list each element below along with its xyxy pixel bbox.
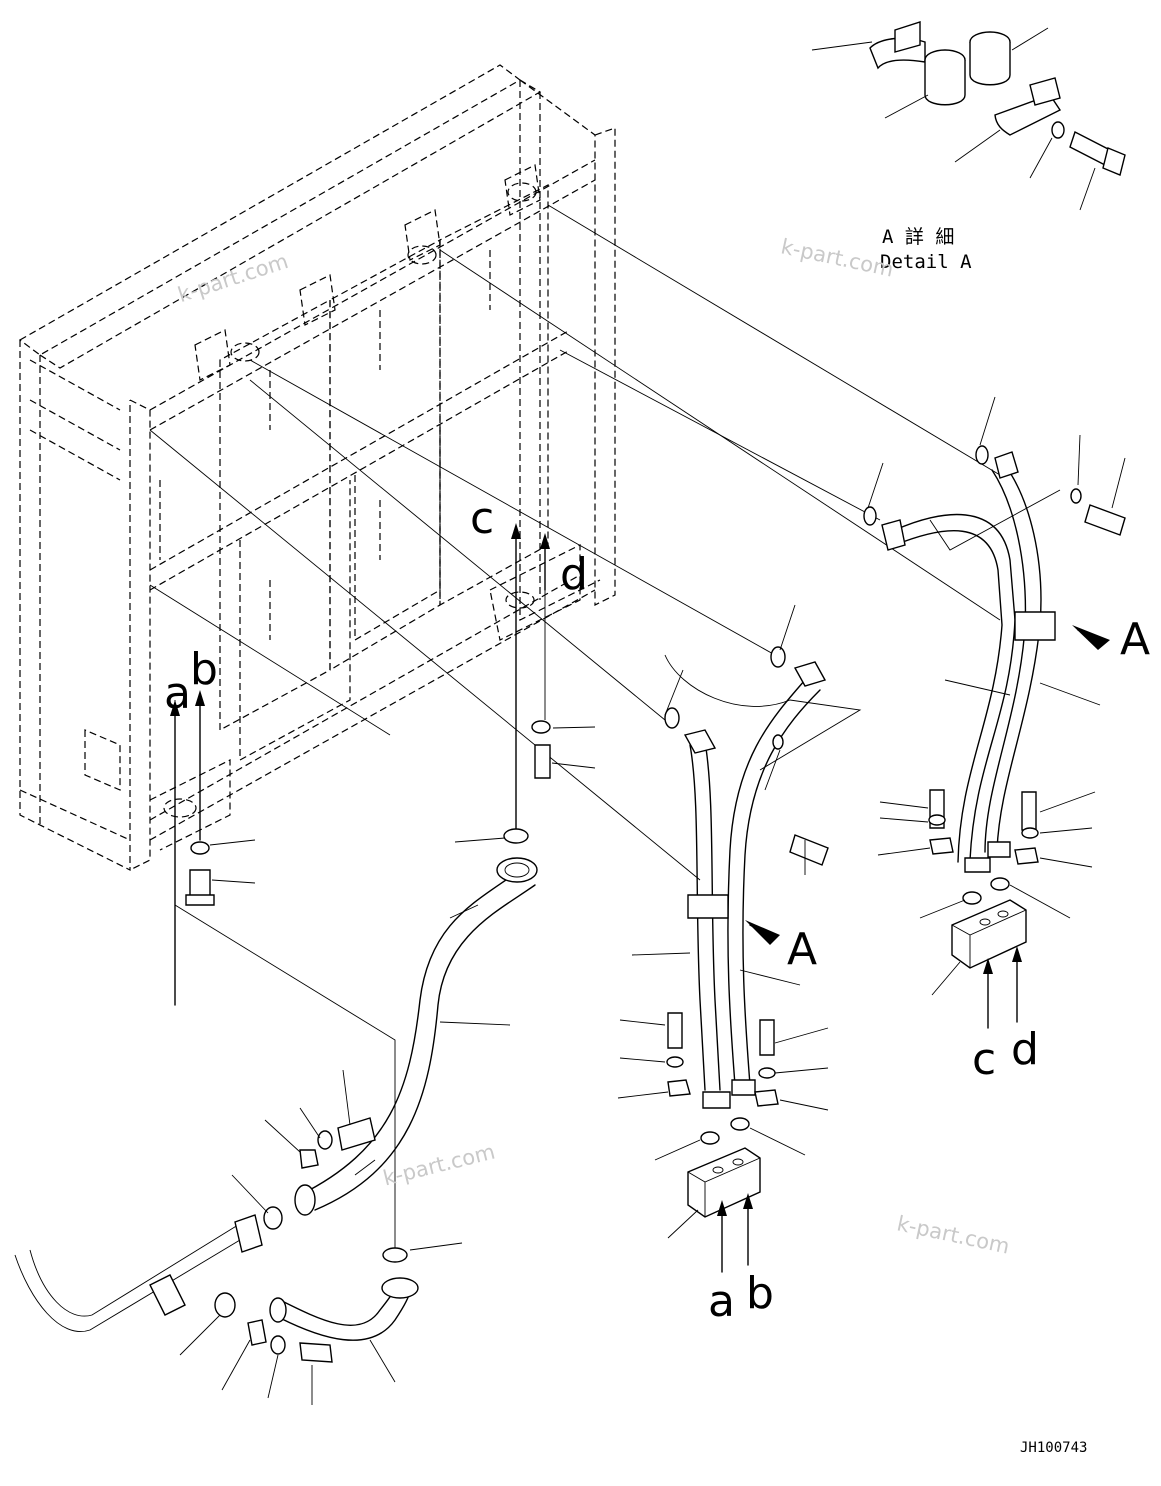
label-b-bottom: b [746, 1268, 774, 1319]
detail-a-title-en: Detail A [880, 251, 972, 273]
detail-a-title-jp: A 詳 細 [882, 226, 955, 248]
radiator-frame [18, 64, 616, 871]
label-c-top: c [470, 493, 495, 544]
center-hose-assembly [617, 604, 862, 1273]
label-a-top: a [164, 668, 191, 719]
right-hose-assembly [863, 396, 1126, 1029]
lower-pipe-assembly [14, 720, 596, 1405]
connection-arrows-top [170, 523, 550, 1006]
assembly-lines [149, 204, 1001, 1255]
detail-a-parts [811, 21, 1126, 211]
label-c-right: c [972, 1034, 997, 1085]
label-b-top: b [190, 644, 218, 695]
drawing-code: JH100743 [1020, 1440, 1088, 1456]
label-a-bottom: a [708, 1276, 735, 1327]
label-d-top: d [560, 549, 588, 600]
label-detail-a-right: A [1120, 614, 1151, 665]
label-d-right: d [1011, 1024, 1039, 1075]
label-detail-a-center: A [787, 924, 818, 975]
